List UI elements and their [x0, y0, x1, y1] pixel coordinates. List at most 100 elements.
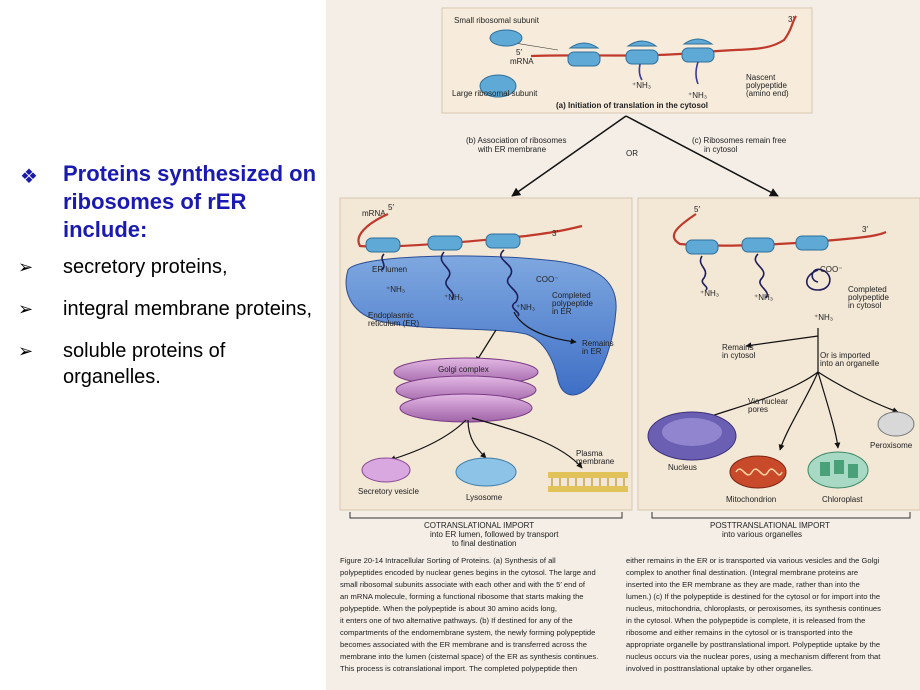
- golgi-label: Golgi complex: [438, 365, 489, 374]
- peroxisome-shape: [877, 411, 915, 437]
- small-subunit-label: Small ribosomal subunit: [454, 16, 540, 25]
- large-subunit-shape: [479, 74, 517, 98]
- svg-text:This process is cotranslationa: This process is cotranslational import. …: [340, 664, 577, 673]
- arrow-to-golgi: [475, 329, 497, 363]
- arrow-to-lysosome: [467, 419, 487, 459]
- figure-caption-left: Figure 20-14 Intracellular Sorting of Pr…: [340, 556, 598, 673]
- slide-text-block: ❖ Proteins synthesized on ribosomes of r…: [18, 160, 318, 390]
- arrow-to-membrane: [471, 417, 583, 469]
- arrow-bullet-icon: ➢: [18, 257, 34, 277]
- chloroplast-label: Chloroplast: [822, 495, 863, 504]
- svg-text:lumen.) (c) If the polypeptide: lumen.) (c) If the polypeptide is destin…: [626, 592, 880, 601]
- small-subunit-shape: [489, 29, 523, 47]
- nh3-label: ⁺NH₃: [754, 293, 773, 302]
- bullet-item: ➢ secretory proteins,: [18, 254, 318, 280]
- svg-text:either remains in the ER or is: either remains in the ER or is transport…: [626, 556, 880, 565]
- bullet-text: integral membrane proteins,: [63, 298, 313, 320]
- svg-text:Figure 20-14 Intracellular S: Figure 20-14 Intracellular Sorting of Pr…: [340, 556, 556, 565]
- nh3-label: ⁺NH₃: [444, 293, 463, 302]
- svg-text:polypeptides encoded by nuclea: polypeptides encoded by nuclear genes be…: [340, 568, 596, 577]
- five-prime-label: 5′: [388, 203, 394, 212]
- chloroplast-shape: [807, 451, 869, 489]
- plasma-membrane-shape: [548, 472, 628, 492]
- five-prime-label: 5′: [516, 48, 522, 57]
- three-prime-label: 3′: [788, 15, 794, 24]
- large-subunit-label: Large ribosomal subunit: [452, 89, 538, 98]
- secretory-vesicle-shape: [361, 457, 411, 483]
- ribosome-group: [685, 235, 831, 299]
- svg-text:polypeptide. When the polypept: polypeptide. When the polypeptide is abo…: [340, 604, 557, 613]
- textbook-figure: Small ribosomal subunit Large ribosomal …: [326, 0, 920, 690]
- peroxisome-label: Peroxisome: [870, 441, 913, 450]
- coo-label: COO⁻: [536, 275, 558, 284]
- five-prime-label: 5′: [694, 205, 700, 214]
- mrna-label: mRNA: [510, 57, 534, 66]
- nucleus-label: Nucleus: [668, 463, 697, 472]
- nh3-label: ⁺NH₃: [632, 81, 651, 90]
- nh3-label: ⁺NH₃: [516, 303, 535, 312]
- nh3-label: ⁺NH₃: [700, 289, 719, 298]
- svg-text:nucleus occurs via the nuclear: nucleus occurs via the nuclear pores, us…: [626, 652, 881, 661]
- mrna-strand: [357, 212, 583, 248]
- svg-text:involved in posttranslational: involved in posttranslational uptake by …: [626, 664, 813, 673]
- arrow-bullet-icon: ➢: [18, 341, 34, 361]
- ribosome-group: [567, 38, 715, 85]
- arrow-to-er: [511, 115, 627, 197]
- svg-text:membrane into the lumen (ciste: membrane into the lumen (cisternal space…: [340, 652, 598, 661]
- lysosome-shape: [455, 457, 517, 487]
- svg-text:small ribosomal subunits assoc: small ribosomal subunits associate with …: [340, 580, 586, 589]
- arrow-remains-er: [513, 311, 577, 345]
- three-prime-label: 3′: [862, 225, 868, 234]
- arrow-remains-cytosol: [745, 335, 819, 349]
- three-prime-label: 3′: [552, 229, 558, 238]
- mitochondrion-shape: [729, 455, 787, 489]
- caption-a: (a) Initiation of translation in the cyt…: [556, 101, 708, 110]
- nh3-label: ⁺NH₃: [688, 91, 707, 100]
- cotranslational-bracket: [349, 512, 623, 519]
- bullet-item: ➢ soluble proteins of organelles.: [18, 338, 318, 390]
- arrow-bullet-icon: ➢: [18, 299, 34, 319]
- svg-text:it enters one of two alternati: it enters one of two alternative pathway…: [340, 616, 573, 625]
- svg-text:inserted into the ER membrane: inserted into the ER membrane as they ar…: [626, 580, 860, 589]
- svg-text:ribosome and either remains in: ribosome and either remains in the cytos…: [626, 628, 853, 637]
- diamond-bullet-icon: ❖: [20, 166, 38, 188]
- bullet-text: soluble proteins of organelles.: [63, 340, 226, 388]
- nh3-label: ⁺NH₃: [386, 285, 405, 294]
- heading: Proteins synthesized on ribosomes of rER…: [63, 161, 317, 242]
- svg-text:appropriate organelle by postt: appropriate organelle by posttranslation…: [626, 640, 880, 649]
- svg-text:nucleus, mitochondria, chlorop: nucleus, mitochondria, chloroplasts, or …: [626, 604, 881, 613]
- coo-label: COO⁻: [820, 265, 842, 274]
- svg-text:becomes associated with the ER: becomes associated with the ER membrane …: [340, 640, 587, 649]
- mrna-label: mRNA: [362, 209, 386, 218]
- secretory-label: Secretory vesicle: [358, 487, 419, 496]
- bullet-item: ➢ integral membrane proteins,: [18, 296, 318, 322]
- golgi-complex-shape: [393, 357, 539, 423]
- arrow-to-vesicle: [389, 419, 467, 462]
- er-membrane-shape: [345, 255, 617, 396]
- er-lumen-label: ER lumen: [372, 265, 407, 274]
- bullet-text: secretory proteins,: [63, 256, 228, 278]
- svg-text:in the cytosol. When the polyp: in the cytosol. When the polypeptide is …: [626, 616, 865, 625]
- mitochondrion-label: Mitochondrion: [726, 495, 776, 504]
- posttranslational-bracket: [651, 512, 911, 519]
- heading-item: ❖ Proteins synthesized on ribosomes of r…: [18, 160, 318, 244]
- arrow-to-cytosol: [625, 115, 779, 197]
- figure-caption-right: either remains in the ER or is transport…: [626, 556, 881, 673]
- nucleus-shape: [647, 411, 737, 461]
- svg-text:compartments of the endomembra: compartments of the endomembrane system,…: [340, 628, 595, 637]
- nh3-label: ⁺NH₃: [814, 313, 833, 322]
- figure-diagram: Small ribosomal subunit Large ribosomal …: [339, 7, 920, 673]
- svg-text:complex to another final desti: complex to another final destination. (I…: [626, 568, 858, 577]
